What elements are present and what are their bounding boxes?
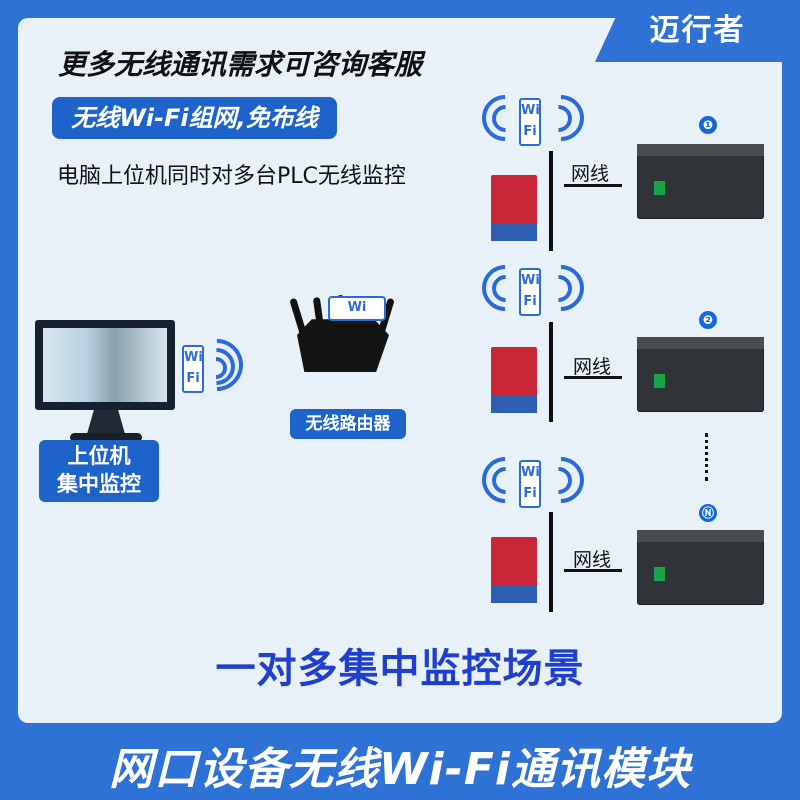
monitor-stand <box>87 410 125 434</box>
network-cable <box>564 569 622 572</box>
monitor-base <box>70 433 142 442</box>
scene-title: 一对多集中监控场景 <box>215 646 585 692</box>
plc-unit <box>637 337 764 412</box>
monitoring-software-screen <box>43 328 167 402</box>
wifi-badge-top: Wi <box>521 465 540 480</box>
plc-unit <box>637 530 764 605</box>
host-computer-label: 上位机 集中监控 <box>39 440 159 502</box>
plc-marker-2: ❷ <box>699 311 717 329</box>
module-antenna <box>549 151 553 251</box>
wifi-icon: Wi Fi <box>182 345 204 393</box>
wifi-icon: Wi Fi <box>519 98 541 146</box>
host-computer-label-line-2: 集中监控 <box>57 472 141 496</box>
router-wifi-icon: Wi <box>328 296 386 321</box>
host-computer-label-line-1: 上位机 <box>67 444 131 468</box>
router-label: 无线路由器 <box>290 409 406 439</box>
wifi-module <box>491 347 537 413</box>
network-cable-label: 网线 <box>571 163 610 185</box>
wifi-icon: Wi Fi <box>519 268 541 316</box>
headline: 更多无线通讯需求可咨询客服 <box>58 48 423 81</box>
wifi-badge-bottom: Fi <box>186 371 200 386</box>
subtitle: 电脑上位机同时对多台PLC无线监控 <box>57 164 406 189</box>
wifi-badge-top: Wi <box>184 350 203 365</box>
network-cable <box>564 184 622 187</box>
wifi-badge-bottom: Fi <box>523 294 537 309</box>
network-cable-label: 网线 <box>573 356 612 378</box>
plc-unit <box>637 144 764 219</box>
module-antenna <box>549 512 553 612</box>
monitor-screen <box>35 320 175 410</box>
more-devices-dots <box>705 433 711 481</box>
module-antenna <box>549 322 553 422</box>
bottom-title: 网口设备无线Wi-Fi通讯模块 <box>108 744 691 795</box>
plc-marker-1: ❶ <box>699 116 717 134</box>
plc-marker-n: Ⓝ <box>699 504 717 522</box>
wifi-badge-top: Wi <box>521 273 540 288</box>
host-computer <box>35 320 175 442</box>
plc-status-light <box>654 567 665 581</box>
wifi-module <box>491 537 537 603</box>
wireless-router <box>297 319 389 372</box>
network-cable <box>564 376 622 379</box>
wifi-badge-top: Wi <box>521 103 540 118</box>
wifi-icon: Wi Fi <box>519 460 541 508</box>
wifi-badge-bottom: Fi <box>523 486 537 501</box>
network-cable-label: 网线 <box>573 549 612 571</box>
wifi-badge-bottom: Fi <box>523 124 537 139</box>
plc-status-light <box>654 181 665 195</box>
plc-status-light <box>654 374 665 388</box>
feature-pill: 无线Wi-Fi组网,免布线 <box>52 97 337 139</box>
brand-logo: 迈行者 <box>595 0 800 62</box>
wifi-module <box>491 175 537 241</box>
router-wifi-label: Wi <box>347 300 367 315</box>
